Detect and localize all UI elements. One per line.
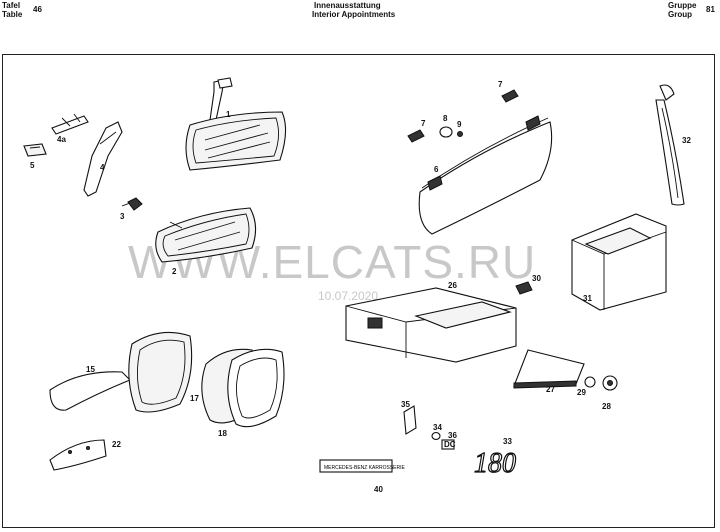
callout: 31	[583, 294, 592, 303]
callout: 36	[448, 431, 457, 440]
callout: 2	[172, 267, 177, 276]
part-mounting-plate[interactable]	[51, 113, 89, 135]
part-grommet[interactable]	[431, 431, 441, 441]
group-label: Gruppe Group	[668, 1, 696, 19]
callout-labels: 1 2 3 4 4a 5 6 7 7 8 9 15 17 18 22 26 27…	[30, 80, 691, 494]
callout: 5	[30, 161, 35, 170]
callout: 32	[682, 136, 691, 145]
part-screw[interactable]	[121, 197, 143, 211]
part-emblem-180[interactable]: 180	[473, 447, 516, 479]
callout: 40	[374, 485, 383, 494]
part-visor-screw[interactable]	[457, 131, 463, 137]
part-clip[interactable]	[23, 143, 47, 157]
callout: 29	[577, 388, 586, 397]
emblem-text: 180	[474, 448, 516, 479]
part-sun-visor[interactable]	[418, 115, 553, 235]
group-label-en: Group	[668, 10, 692, 19]
part-badge[interactable]: DC	[441, 439, 456, 450]
part-console-clip[interactable]	[515, 281, 533, 295]
part-maker-plate[interactable]: MERCEDES-BENZ KARROSSERIE	[319, 459, 406, 473]
table-label-en: Table	[2, 10, 23, 19]
part-glove-box[interactable]	[345, 287, 517, 363]
part-gasket[interactable]	[49, 439, 107, 471]
group-label-de: Gruppe	[668, 1, 697, 10]
callout: 34	[433, 423, 442, 432]
part-visor-clip-lower[interactable]	[407, 129, 425, 143]
part-mirror-frame[interactable]	[227, 348, 285, 428]
callout: 9	[457, 120, 462, 129]
callout: 7	[421, 119, 426, 128]
diagram-frame	[2, 54, 715, 528]
callout: 35	[401, 400, 410, 409]
part-rearview-mirror-with-stalk[interactable]	[185, 77, 287, 171]
part-knob[interactable]	[602, 375, 618, 391]
part-glove-box-lid[interactable]	[513, 349, 585, 389]
title-de: Innenausstattung	[314, 1, 381, 10]
callout: 1	[226, 110, 231, 119]
table-label-de: Tafel	[2, 1, 21, 10]
callout: 4	[100, 163, 105, 172]
callout: 7	[498, 80, 503, 89]
callout: 22	[112, 440, 121, 449]
group-number: 81	[706, 5, 715, 14]
part-bracket[interactable]	[403, 405, 417, 435]
part-ashtray-console[interactable]	[571, 213, 667, 311]
watermark-date: 10.07.2020	[318, 289, 378, 303]
callout: 15	[86, 365, 95, 374]
part-washer[interactable]	[439, 126, 453, 138]
callout: 33	[503, 437, 512, 446]
part-mirror-bracket[interactable]	[83, 121, 123, 197]
part-grab-strap[interactable]	[655, 84, 685, 206]
badge-text: DC	[444, 440, 456, 449]
callout: 3	[120, 212, 125, 221]
part-knob-washer[interactable]	[584, 376, 596, 388]
plate-text: MERCEDES-BENZ KARROSSERIE	[324, 465, 406, 471]
part-visor-clip-upper[interactable]	[501, 89, 519, 103]
table-number: 46	[33, 5, 42, 14]
callout: 18	[218, 429, 227, 438]
part-mirror-glass[interactable]	[155, 207, 257, 263]
callout: 6	[434, 165, 439, 174]
page-title: Innenausstattung Interior Appointments	[312, 1, 395, 19]
callout: 17	[190, 394, 199, 403]
title-en: Interior Appointments	[312, 10, 396, 19]
callout: 28	[602, 402, 611, 411]
part-exterior-mirror[interactable]	[49, 331, 193, 413]
callout: 26	[448, 281, 457, 290]
callout: 4a	[57, 135, 66, 144]
callout: 27	[546, 385, 555, 394]
callout: 8	[443, 114, 448, 123]
callout: 30	[532, 274, 541, 283]
table-label: Tafel Table	[2, 1, 22, 19]
